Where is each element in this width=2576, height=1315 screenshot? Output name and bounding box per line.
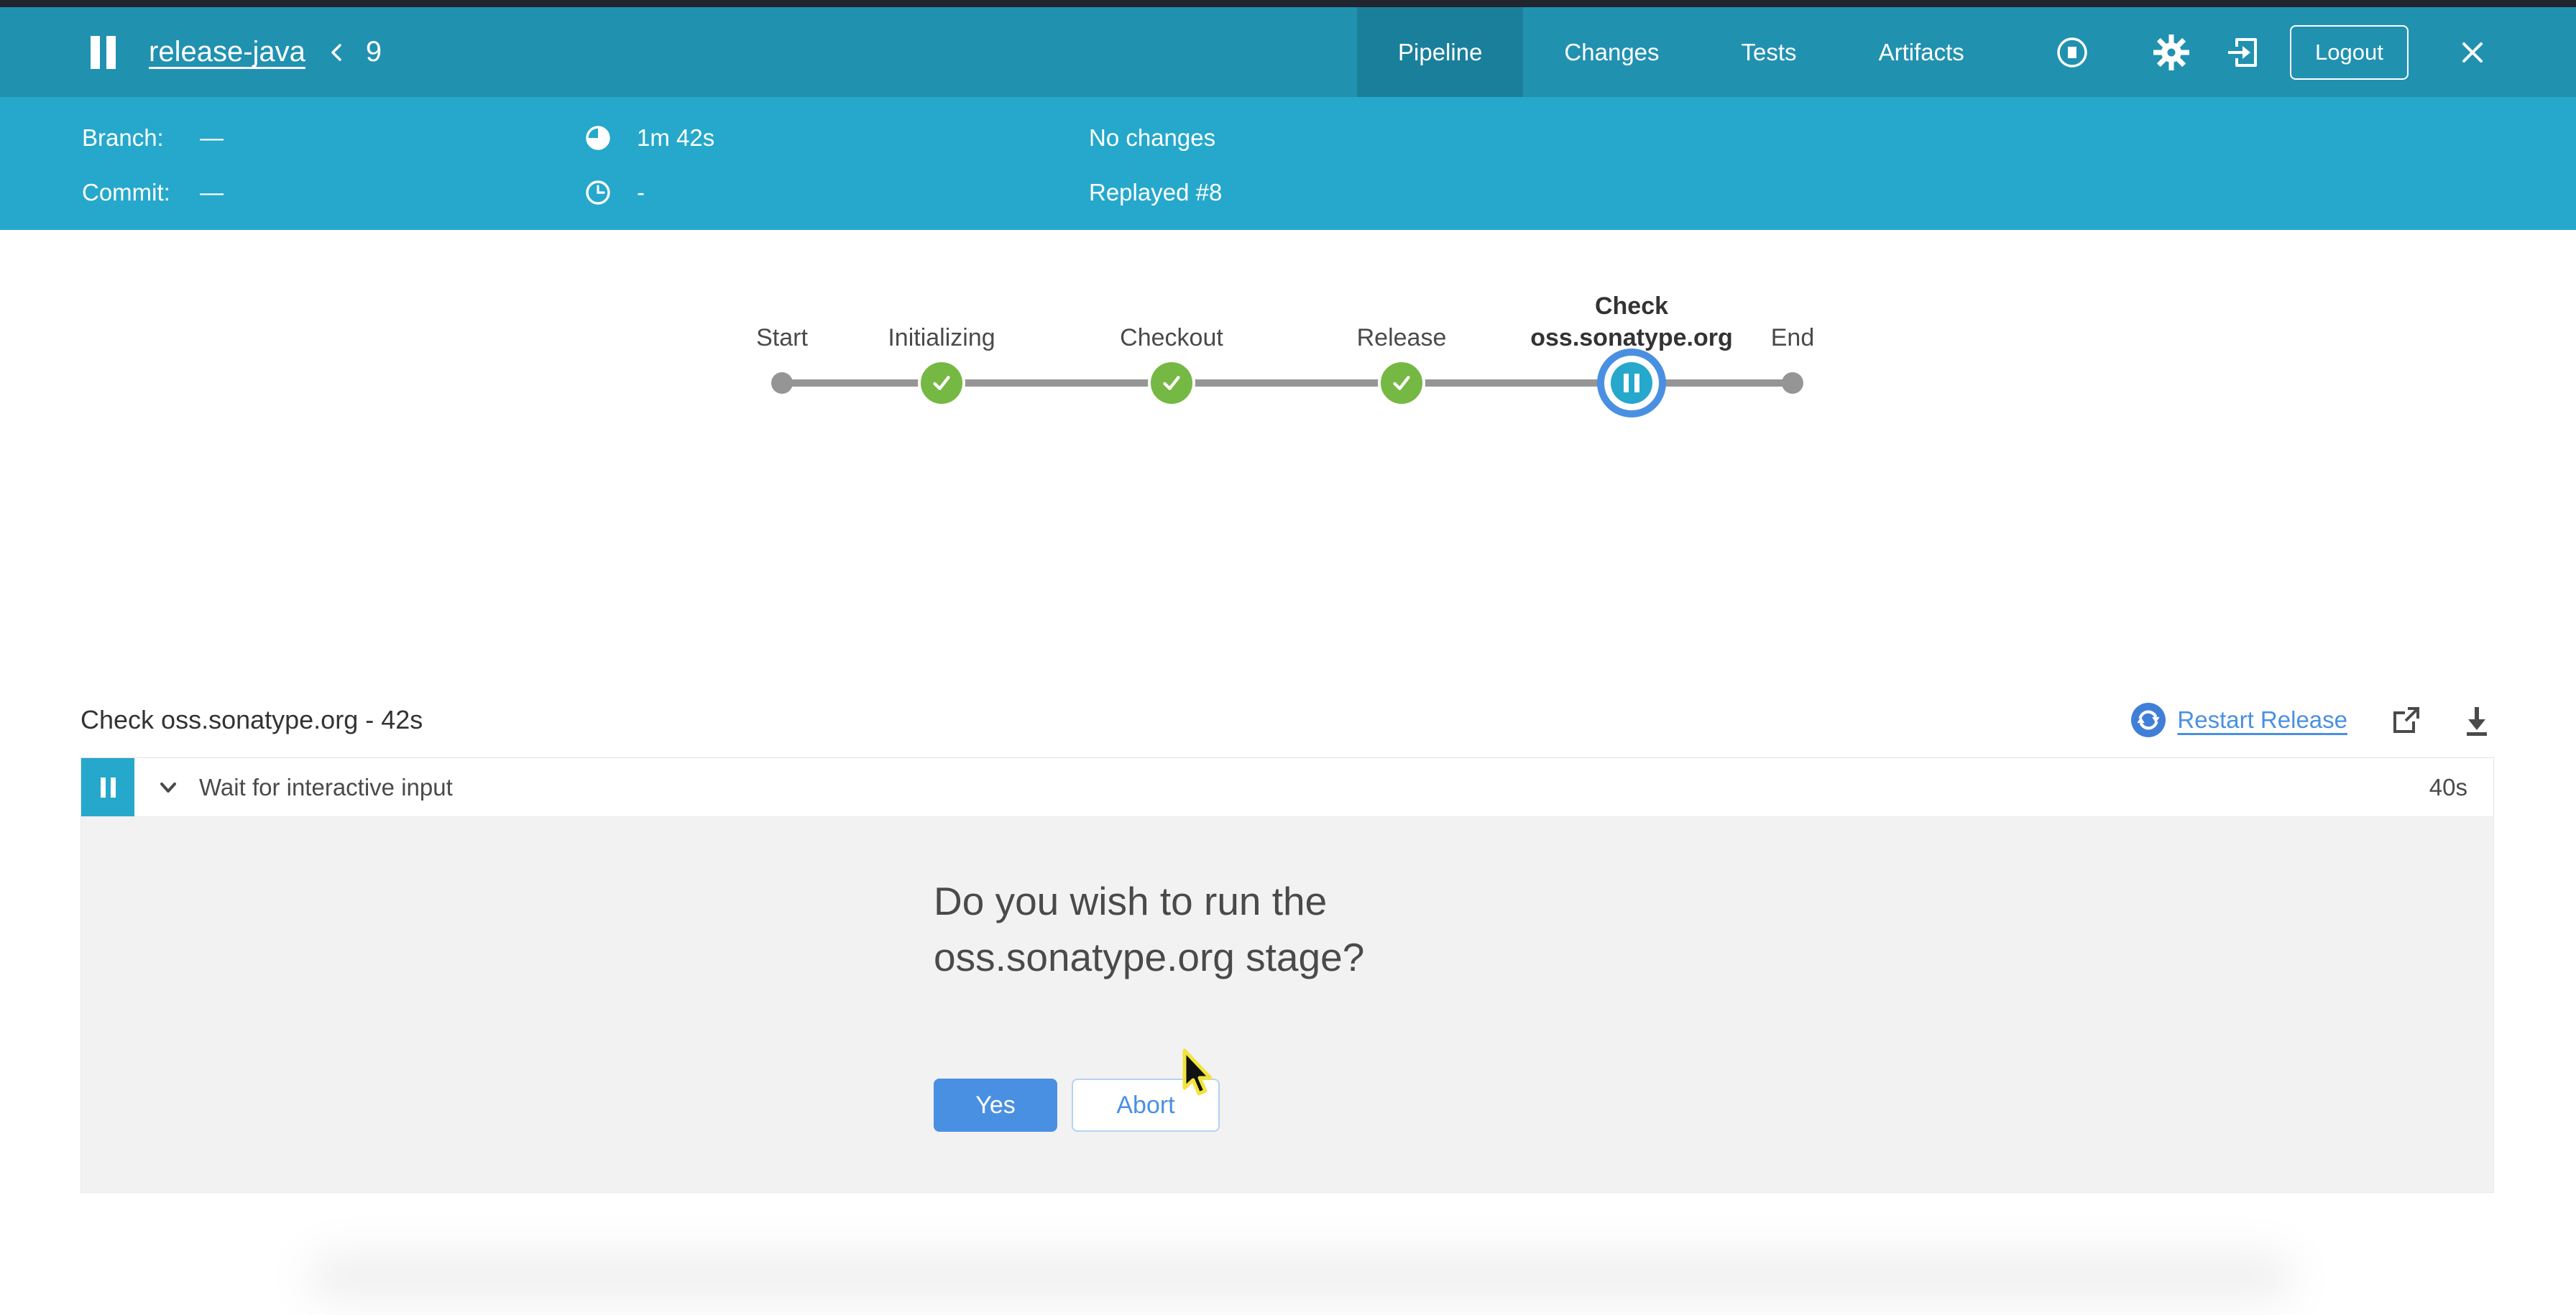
stage-label-release: Release bbox=[1356, 324, 1447, 351]
window-top-strip bbox=[0, 0, 2576, 7]
pipeline-connector-line bbox=[782, 379, 1793, 387]
settings-gear-icon[interactable] bbox=[2152, 33, 2191, 72]
stage-node-checkout[interactable] bbox=[1148, 359, 1195, 407]
success-check-icon bbox=[1378, 359, 1425, 407]
input-question: Do you wish to run the oss.sonatype.org … bbox=[934, 879, 1365, 979]
restart-release-link[interactable]: Restart Release bbox=[2131, 703, 2347, 737]
run-header: release-java 9 Pipeline Changes Tests Artif… bbox=[0, 7, 2576, 97]
exit-to-classic-icon[interactable] bbox=[2227, 35, 2261, 70]
stage-label-check-oss-sonatype-org: Check oss.sonatype.org bbox=[1530, 292, 1733, 351]
stage-node-release[interactable] bbox=[1378, 359, 1425, 407]
restart-release-label: Restart Release bbox=[2177, 706, 2347, 733]
stage-detail-actions: Restart Release bbox=[2131, 703, 2494, 737]
yes-button[interactable]: Yes bbox=[934, 1079, 1057, 1132]
replay-text: Replayed #8 bbox=[1089, 179, 1223, 206]
stage-node-end bbox=[1782, 372, 1803, 394]
commit-label: Commit: bbox=[82, 179, 170, 206]
input-prompt-panel: Do you wish to run the oss.sonatype.org … bbox=[80, 816, 2494, 1193]
success-check-icon bbox=[1148, 359, 1195, 407]
step-label: Wait for interactive input bbox=[199, 773, 453, 800]
changes-text: No changes bbox=[1089, 124, 1216, 151]
run-tabs: Pipeline Changes Tests Artifacts bbox=[1357, 7, 2005, 97]
estimated-value: - bbox=[637, 179, 645, 206]
step-paused-status-icon bbox=[81, 758, 134, 816]
tab-artifacts[interactable]: Artifacts bbox=[1878, 38, 1964, 65]
input-buttons: Yes Abort bbox=[934, 1079, 1220, 1132]
restart-icon bbox=[2131, 703, 2166, 737]
paused-node-icon bbox=[1597, 349, 1666, 417]
tab-changes[interactable]: Changes bbox=[1564, 38, 1660, 65]
stage-label-end: End bbox=[1770, 324, 1815, 351]
pipeline-title-link[interactable]: release-java bbox=[149, 36, 305, 68]
stage-detail-title: Check oss.sonatype.org - 42s bbox=[80, 705, 423, 734]
stage-node-check-oss-sonatype-org[interactable] bbox=[1597, 349, 1666, 417]
clock-icon bbox=[584, 176, 612, 209]
stage-label-initializing: Initializing bbox=[888, 324, 995, 351]
download-log-icon[interactable] bbox=[2460, 703, 2494, 737]
run-info-bar: Branch: — 1m 42s No changes Commit: — - … bbox=[0, 97, 2576, 230]
stop-run-icon[interactable] bbox=[2056, 36, 2089, 69]
log-card: Wait for interactive input 40s Do you wi… bbox=[80, 757, 2494, 1193]
duration-value: 1m 42s bbox=[637, 124, 715, 151]
success-check-icon bbox=[918, 359, 965, 407]
stage-node-start bbox=[771, 372, 793, 394]
abort-button[interactable]: Abort bbox=[1072, 1079, 1220, 1132]
terminal-dot-icon bbox=[771, 372, 793, 394]
tab-tests[interactable]: Tests bbox=[1741, 38, 1797, 65]
breadcrumb: release-java 9 bbox=[91, 7, 382, 97]
paused-status-icon bbox=[91, 35, 116, 69]
branch-label: Branch: bbox=[82, 124, 164, 151]
content-bottom-shadow bbox=[309, 1256, 2293, 1298]
branch-value: — bbox=[200, 124, 224, 151]
chevron-down-icon[interactable] bbox=[157, 777, 179, 798]
logout-button[interactable]: Logout bbox=[2290, 24, 2409, 80]
pipeline-graph: Start Initializing Checkout Release Check os… bbox=[0, 230, 2576, 661]
step-row-wait-input[interactable]: Wait for interactive input 40s bbox=[80, 757, 2494, 816]
stage-label-checkout: Checkout bbox=[1120, 324, 1223, 351]
duration-icon bbox=[584, 121, 612, 154]
stage-detail-header: Check oss.sonatype.org - 42s Restart Rel… bbox=[80, 694, 2494, 746]
terminal-dot-icon bbox=[1782, 372, 1803, 394]
chevron-left-icon bbox=[327, 42, 347, 63]
commit-value: — bbox=[200, 179, 224, 206]
open-log-external-icon[interactable] bbox=[2389, 703, 2424, 737]
close-icon[interactable] bbox=[2458, 38, 2487, 67]
stage-label-start: Start bbox=[756, 324, 808, 351]
tab-pipeline[interactable]: Pipeline bbox=[1357, 7, 1524, 97]
stage-node-initializing[interactable] bbox=[918, 359, 965, 407]
run-number: 9 bbox=[365, 36, 382, 68]
step-duration: 40s bbox=[2429, 773, 2467, 800]
